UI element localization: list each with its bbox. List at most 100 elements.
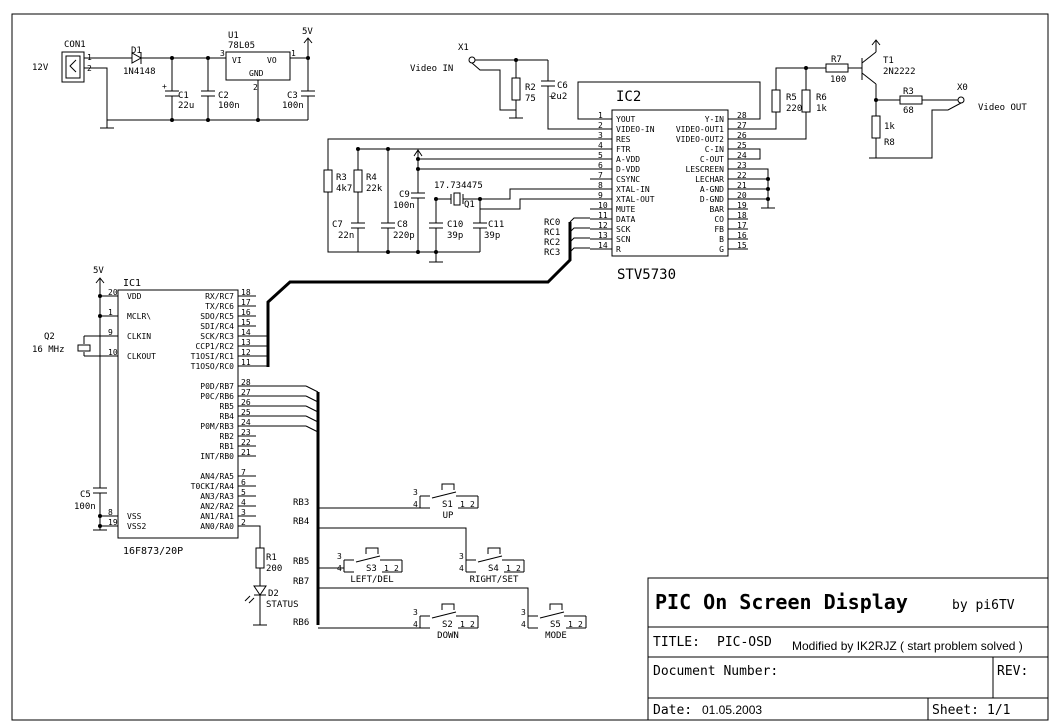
ic1-pin-name: AN1/RA1 — [200, 512, 234, 521]
ic1-pin-name: RX/RC7 — [205, 292, 234, 301]
r2-resistor — [511, 77, 521, 101]
ic2-pin-number: 28 — [737, 111, 747, 120]
ic2-pin-number: 21 — [737, 181, 747, 190]
svg-text:200: 200 — [266, 564, 282, 574]
ic1-ref: IC1 — [123, 278, 141, 289]
ic2-pin-name: FB — [714, 225, 724, 234]
svg-text:U1: U1 — [228, 31, 239, 41]
ic2-pin-number: 3 — [598, 131, 603, 140]
svg-text:Q2: Q2 — [44, 332, 55, 342]
con1-voltage: 12V — [32, 63, 49, 73]
con1-ref: CON1 — [64, 40, 86, 50]
ic1-pin-name: TX/RC6 — [205, 302, 234, 311]
title-block: PIC On Screen Display by pi6TV TITLE: PI… — [647, 577, 1049, 721]
svg-text:17.734475: 17.734475 — [434, 181, 483, 191]
ic1-pin-name: AN4/RA5 — [200, 472, 234, 481]
svg-text:R7: R7 — [831, 55, 842, 65]
svg-text:VI: VI — [232, 56, 242, 65]
ic1-pin-number: 15 — [241, 318, 251, 327]
ic1-pin-number: 25 — [241, 408, 251, 417]
svg-text:78L05: 78L05 — [228, 41, 255, 51]
svg-text:C1: C1 — [178, 91, 189, 101]
ic2-pin-name: LECHAR — [695, 175, 724, 184]
switch-pin: 4 — [521, 620, 526, 629]
ic2-pin-number: 22 — [737, 171, 747, 180]
ic1-pin-name: T1OSO/RC0 — [191, 362, 235, 371]
date-label: Date: — [653, 703, 692, 718]
ic2-pin-name: SCN — [616, 235, 631, 244]
svg-text:+: + — [162, 82, 167, 91]
ic1-pin-number: 8 — [108, 508, 113, 517]
switch-pin: 2 — [578, 620, 583, 629]
ic2-pin-name: Y-IN — [705, 115, 724, 124]
ic2-pin-number: 17 — [737, 221, 747, 230]
ic2-pin-name: DATA — [616, 215, 635, 224]
switch-pin: 1 — [506, 564, 511, 573]
ic1-pin-name: VSS2 — [127, 522, 146, 531]
ic2-ref: IC2 — [616, 89, 641, 105]
switch-pin: 4 — [413, 620, 418, 629]
ic2-pin-number: 20 — [737, 191, 747, 200]
svg-text:VO: VO — [267, 56, 277, 65]
ic2-part: STV5730 — [617, 267, 676, 283]
svg-text:16 MHz: 16 MHz — [32, 345, 65, 355]
r3-68-resistor — [899, 95, 923, 105]
ic2-pin-number: 10 — [598, 201, 608, 210]
ic1-pin-name: VSS — [127, 512, 142, 521]
switch-pin: 1 — [384, 564, 389, 573]
svg-text:2N2222: 2N2222 — [883, 67, 916, 77]
r4-resistor — [353, 169, 363, 193]
ic1-pin-name: T1OSI/RC1 — [191, 352, 235, 361]
ic1-pin-number: 16 — [241, 308, 251, 317]
svg-text:R1: R1 — [266, 553, 277, 563]
ic1-pin-number: 20 — [108, 288, 118, 297]
rb3-label: RB3 — [293, 498, 309, 508]
ic2-pin-name: C-IN — [705, 145, 724, 154]
ic2-pin-name: XTAL-IN — [616, 185, 650, 194]
ic2-pin-number: 5 — [598, 151, 603, 160]
ic1-pin-number: 13 — [241, 338, 251, 347]
svg-text:R8: R8 — [884, 138, 895, 148]
sheet-value: 1/1 — [987, 703, 1010, 718]
svg-text:100n: 100n — [282, 101, 304, 111]
ic2-pin-name: XTAL-OUT — [616, 195, 655, 204]
switch-pin: 1 — [460, 620, 465, 629]
ic2-pin-name: G — [719, 245, 724, 254]
ic2-pin-name: D-GND — [700, 195, 724, 204]
ic2-pin-name: C-OUT — [700, 155, 724, 164]
ic1-pin-number: 12 — [241, 348, 251, 357]
svg-text:C2: C2 — [218, 91, 229, 101]
ic1-pin-name: T0CKI/RA4 — [191, 482, 235, 491]
switch-label: LEFT/DEL — [350, 575, 393, 585]
svg-text:C9: C9 — [399, 190, 410, 200]
ic2-pin-number: 11 — [598, 211, 608, 220]
ic1-pin-name: CCP1/RC2 — [195, 342, 234, 351]
spi-bus — [266, 222, 572, 367]
ic2-pin-name: LESCREEN — [685, 165, 724, 174]
svg-text:39p: 39p — [484, 231, 500, 241]
ic2-pin-name: VIDEO-OUT2 — [676, 135, 724, 144]
svg-text:22u: 22u — [178, 101, 194, 111]
title-label: TITLE: — [653, 635, 700, 650]
ic1-pin-number: 5 — [241, 488, 246, 497]
ic1-pin-name: RB5 — [220, 402, 235, 411]
svg-text:R2: R2 — [525, 83, 536, 93]
ic2-pin-number: 16 — [737, 231, 747, 240]
ic1-pin-number: 23 — [241, 428, 251, 437]
ic2-pin-number: 4 — [598, 141, 603, 150]
svg-text:68: 68 — [903, 106, 914, 116]
svg-text:RC2: RC2 — [544, 238, 560, 248]
svg-text:C10: C10 — [447, 220, 463, 230]
svg-text:D1: D1 — [131, 46, 142, 56]
video-in-label: Video IN — [410, 64, 453, 74]
ic2-pin-name: A-VDD — [616, 155, 640, 164]
svg-text:R5: R5 — [786, 93, 797, 103]
q1-crystal — [453, 192, 461, 206]
